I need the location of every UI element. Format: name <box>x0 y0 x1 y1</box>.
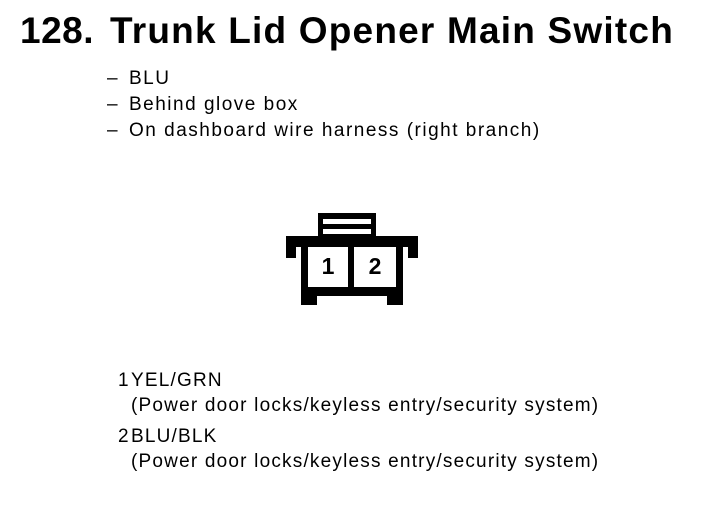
dash-bullet: – <box>107 120 118 141</box>
location-note: – BLU <box>107 66 541 92</box>
pin-number: 1 <box>118 370 129 391</box>
connector-latch-tab-icon <box>318 213 376 239</box>
location-note-text: Behind glove box <box>129 94 299 115</box>
item-title: Trunk Lid Opener Main Switch <box>110 10 674 51</box>
pin-wire-color: YEL/GRN <box>131 370 223 391</box>
page-title: 128. Trunk Lid Opener Main Switch <box>20 12 674 49</box>
pin-number: 2 <box>118 426 129 447</box>
dash-bullet: – <box>107 68 118 89</box>
connector-housing-icon <box>286 236 418 305</box>
item-number: 128. <box>20 10 95 51</box>
pin-description: (Power door locks/keyless entry/security… <box>131 395 600 416</box>
location-note: – Behind glove box <box>107 92 541 118</box>
pin-wire-color: BLU/BLK <box>131 426 218 447</box>
cavity-number-1: 1 <box>322 253 335 279</box>
location-note-text: On dashboard wire harness (right branch) <box>129 120 541 141</box>
location-note: – On dashboard wire harness (right branc… <box>107 118 541 144</box>
location-notes: – BLU – Behind glove box – On dashboard … <box>107 66 541 144</box>
location-note-text: BLU <box>129 68 171 89</box>
cavity-number-2: 2 <box>369 253 382 279</box>
connector-diagram: 1 2 <box>286 213 418 305</box>
dash-bullet: – <box>107 94 118 115</box>
pin-description: (Power door locks/keyless entry/security… <box>131 451 600 472</box>
